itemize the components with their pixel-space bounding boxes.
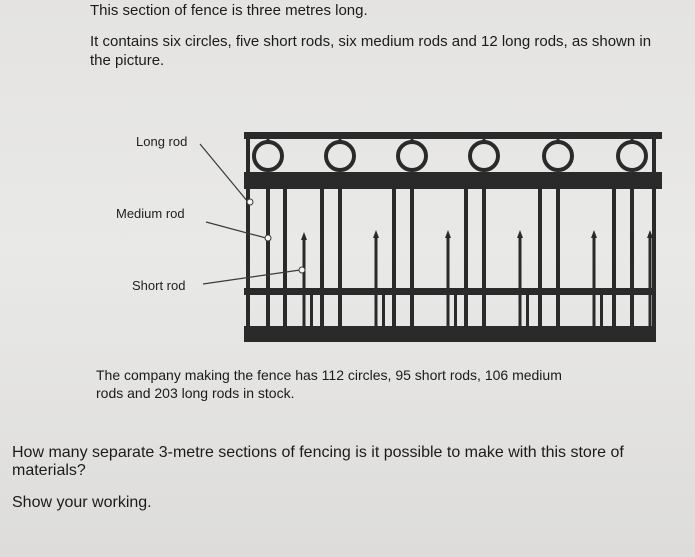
upper-rail — [244, 172, 662, 189]
fence-circle — [396, 140, 428, 172]
leader-long-rod — [199, 143, 249, 203]
medium-rod — [592, 236, 596, 326]
question-text: How many separate 3-metre sections of fe… — [12, 444, 624, 479]
medium-rod-tip — [647, 230, 653, 238]
left-post — [246, 132, 250, 342]
long-rod — [482, 189, 486, 326]
label-medium-rod: Medium rod — [116, 206, 185, 221]
label-short-rod: Short rod — [132, 278, 186, 293]
rods — [266, 189, 653, 326]
leader-short-rod-end — [298, 266, 306, 274]
bottom-rail — [244, 326, 654, 342]
label-long-rod: Long rod — [136, 134, 188, 149]
fence-illustration — [199, 132, 662, 342]
short-rod — [526, 295, 529, 326]
long-rod — [320, 189, 324, 326]
medium-rod — [302, 238, 306, 326]
long-rod — [630, 189, 634, 326]
medium-rod-tip — [301, 232, 307, 240]
short-rod — [310, 295, 313, 326]
problem-contents: It contains six circles, five short rods… — [90, 33, 652, 69]
long-rod — [464, 189, 468, 326]
short-rod — [382, 295, 385, 326]
fence-circle — [542, 140, 574, 172]
medium-rod — [446, 236, 450, 326]
long-rod — [538, 189, 542, 326]
circles — [252, 139, 648, 172]
leader-long-rod-end — [246, 198, 254, 206]
fence-circle — [468, 140, 500, 172]
leader-medium-rod-end — [264, 234, 272, 242]
medium-rod — [518, 236, 522, 326]
long-rod — [338, 189, 342, 326]
medium-rod — [374, 236, 378, 326]
instruction-text: Show your working. — [12, 494, 152, 511]
circle-tie — [482, 139, 486, 142]
circle-tie — [630, 139, 634, 142]
fence-circle — [252, 140, 284, 172]
long-rod — [266, 189, 270, 326]
circle-tie — [556, 139, 560, 142]
leader-medium-rod — [205, 221, 267, 239]
circle-tie — [338, 139, 342, 142]
short-rod — [600, 295, 603, 326]
long-rod — [410, 189, 414, 326]
fence-circle — [616, 140, 648, 172]
top-rail — [244, 132, 662, 139]
medium-rod-tip — [517, 230, 523, 238]
short-rod — [454, 295, 457, 326]
leader-lines — [199, 143, 306, 285]
medium-rod-tip — [591, 230, 597, 238]
right-post — [652, 132, 656, 342]
fence-circle — [324, 140, 356, 172]
medium-rod — [648, 236, 652, 326]
stock-statement: The company making the fence has 112 cir… — [96, 367, 562, 401]
problem-intro: This section of fence is three metres lo… — [90, 2, 368, 19]
long-rod — [392, 189, 396, 326]
long-rod — [283, 189, 287, 326]
medium-rod-tip — [445, 230, 451, 238]
leader-short-rod — [202, 269, 301, 285]
medium-rod-tip — [373, 230, 379, 238]
long-rod — [556, 189, 560, 326]
circle-tie — [266, 139, 270, 142]
long-rod — [612, 189, 616, 326]
circle-tie — [410, 139, 414, 142]
